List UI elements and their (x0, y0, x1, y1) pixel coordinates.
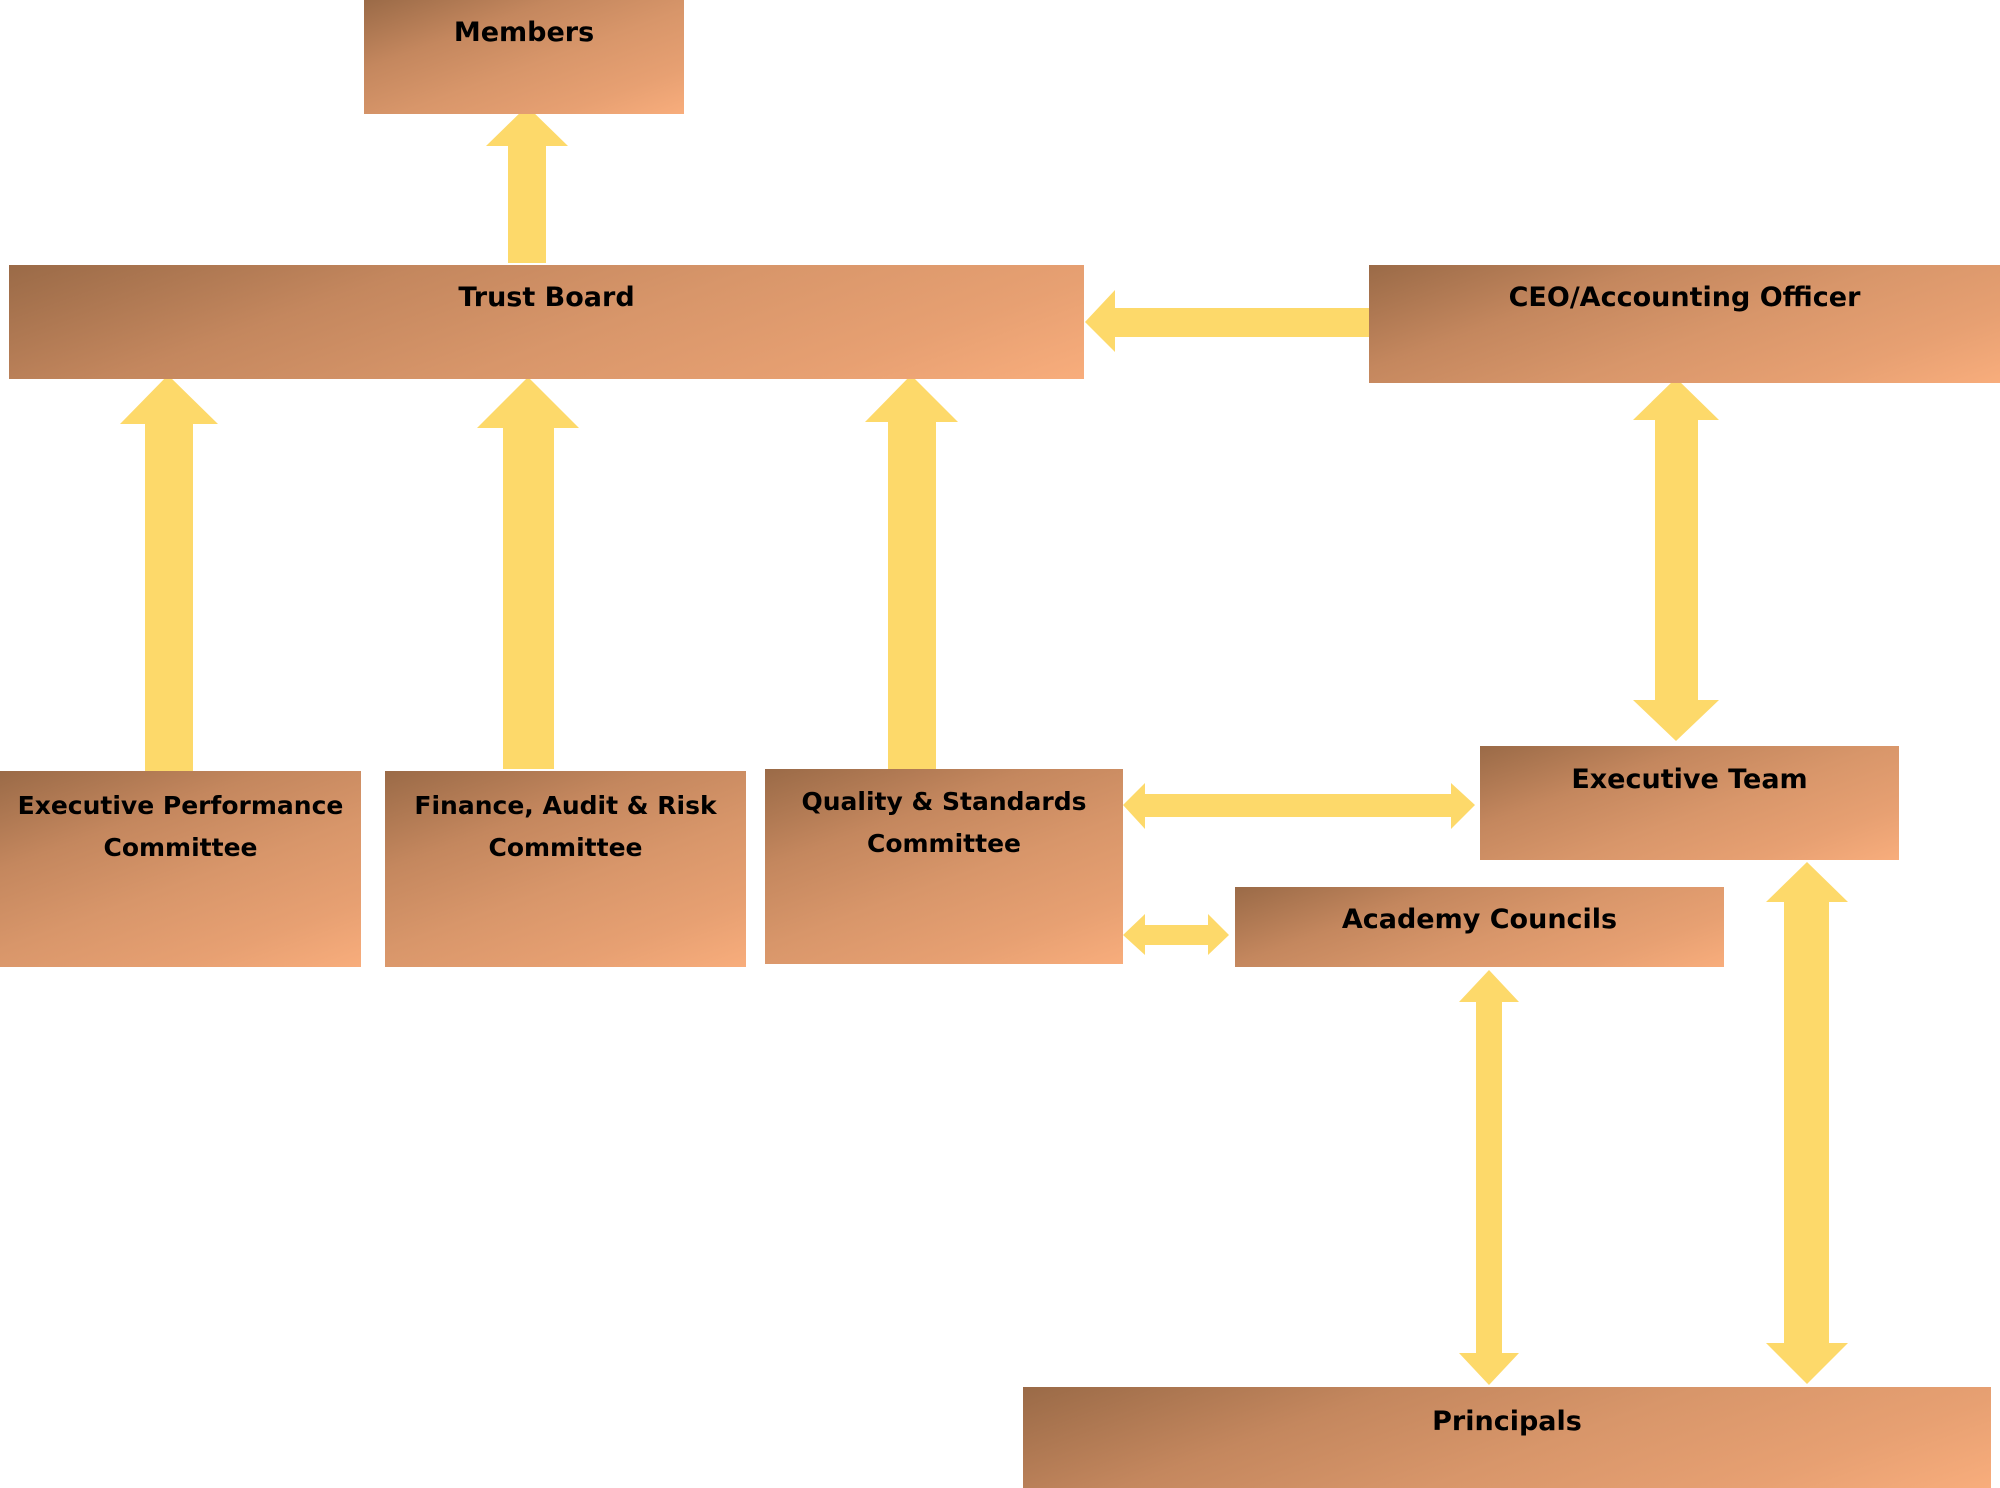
node-label-line1: Quality & Standards (801, 787, 1087, 816)
node-label: Principals (1432, 1406, 1582, 1437)
arrow-quality-academy (1123, 914, 1229, 955)
node-principals: Principals (1023, 1387, 1991, 1488)
node-trust-board: Trust Board (9, 265, 1084, 379)
node-ceo: CEO/Accounting Officer (1369, 265, 2000, 383)
arrow-finance-to-trustboard (477, 377, 579, 769)
arrow-quality-execteam (1123, 783, 1475, 829)
node-executive-performance-committee: Executive Performance Committee (0, 771, 361, 967)
node-quality-standards-committee: Quality & Standards Committee (765, 769, 1123, 964)
arrow-ceo-to-trustboard (1085, 290, 1375, 352)
node-label: Trust Board (458, 282, 635, 313)
node-label-line2: Committee (488, 833, 643, 862)
node-label: Academy Councils (1341, 904, 1618, 935)
arrow-ceo-execteam (1633, 378, 1719, 741)
node-label: Members (453, 17, 595, 48)
node-finance-audit-risk-committee: Finance, Audit & Risk Committee (385, 771, 746, 967)
arrow-trustboard-to-members (486, 106, 568, 263)
node-members: Members (364, 0, 684, 114)
node-executive-team: Executive Team (1480, 746, 1899, 860)
node-label-line2: Committee (866, 829, 1021, 858)
node-academy-councils: Academy Councils (1235, 887, 1724, 967)
arrow-quality-to-trustboard (865, 375, 958, 769)
node-label-line1: Finance, Audit & Risk (414, 791, 717, 820)
node-label: CEO/Accounting Officer (1508, 282, 1861, 313)
node-label-line1: Executive Performance (17, 791, 344, 820)
node-label: Executive Team (1571, 764, 1808, 795)
arrow-execperf-to-trustboard (120, 375, 218, 772)
node-label-line2: Committee (103, 833, 258, 862)
arrow-academy-principals (1459, 970, 1519, 1385)
arrow-execteam-principals (1766, 862, 1848, 1384)
